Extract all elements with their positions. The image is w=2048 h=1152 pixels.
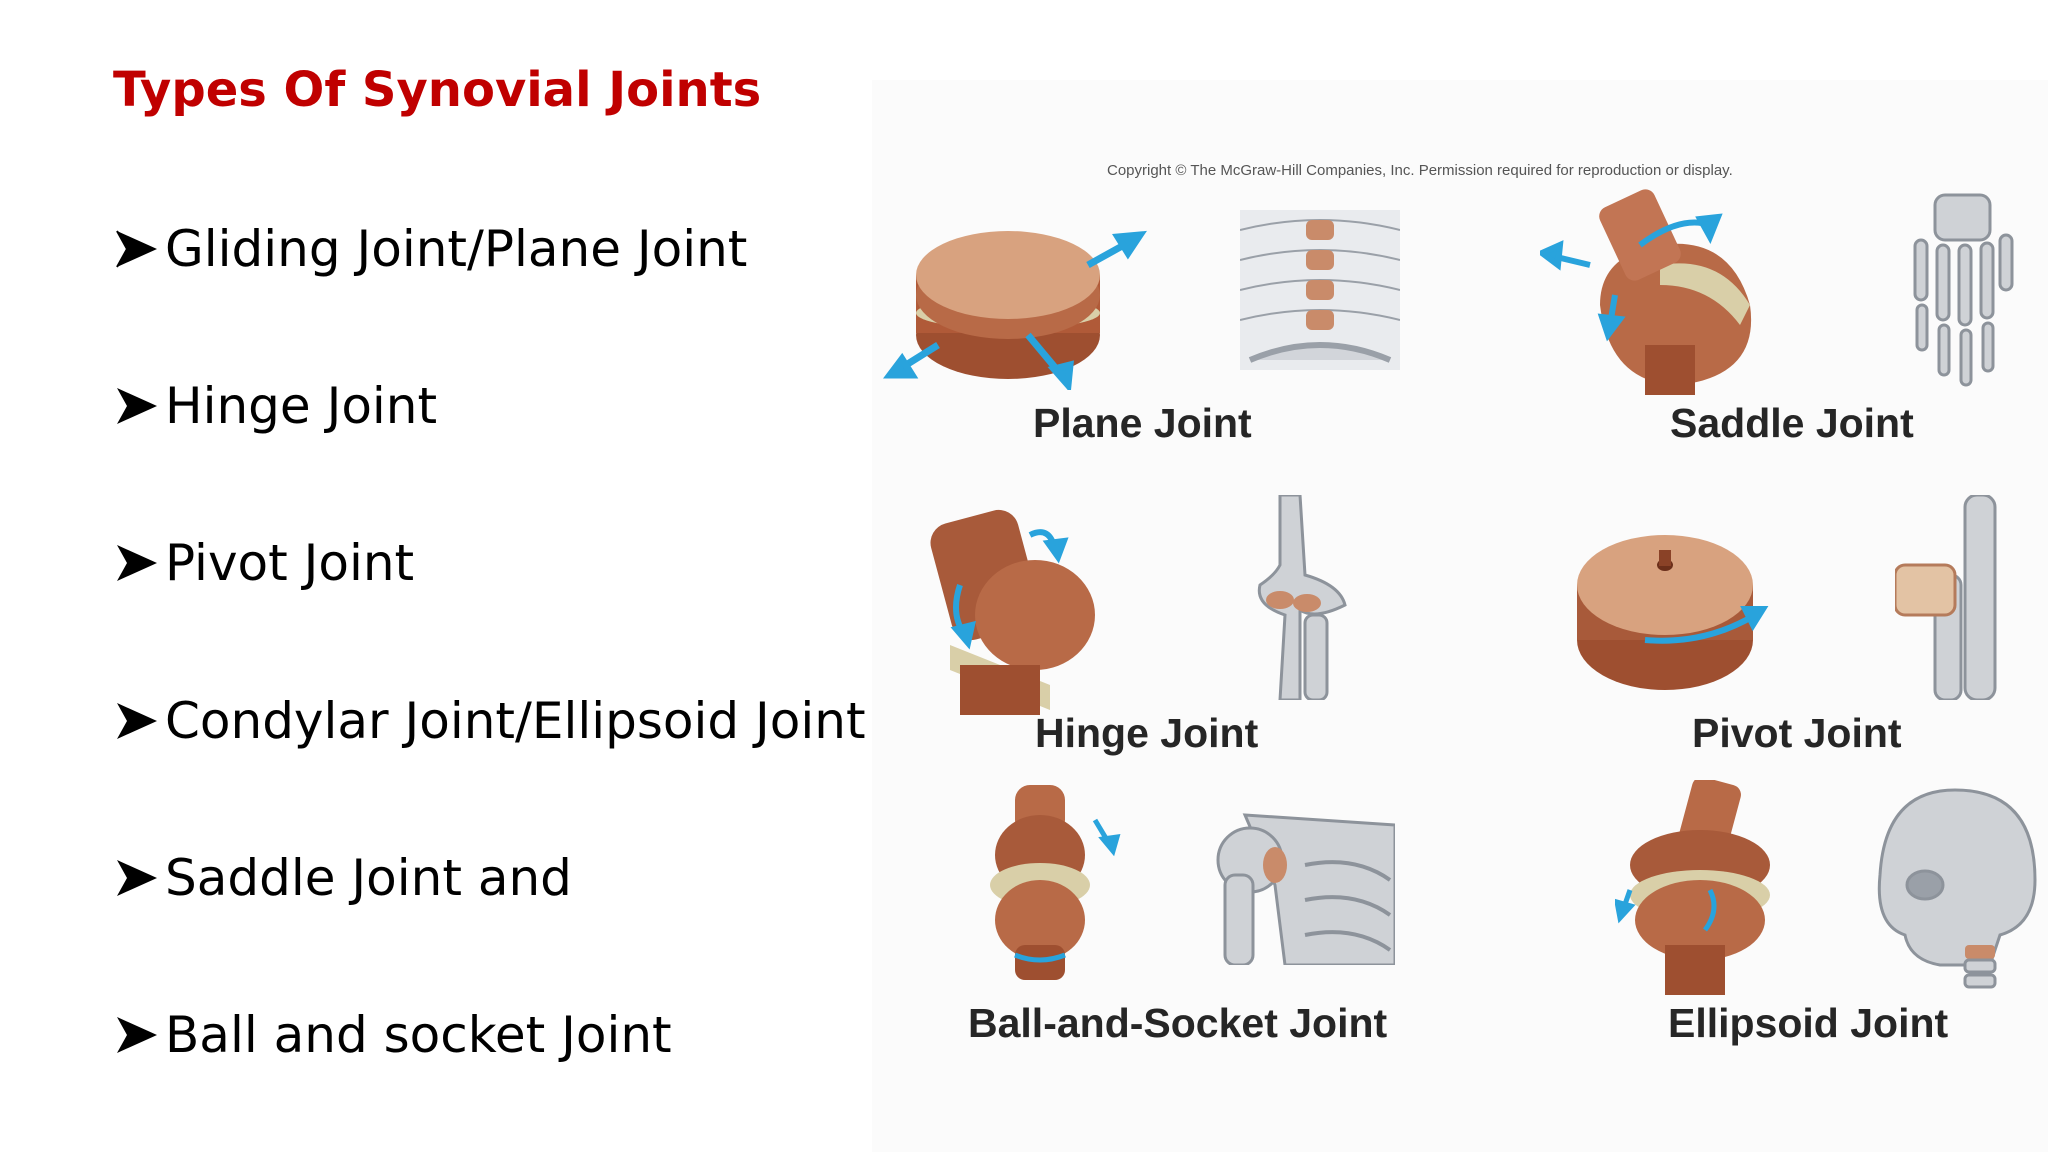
ball-and-socket-label: Ball-and-Socket Joint — [968, 1000, 1388, 1046]
bullet-item: Saddle Joint and — [113, 849, 572, 907]
bullet-item: Ball and socket Joint — [113, 1006, 672, 1064]
bullet-item: Pivot Joint — [113, 534, 414, 592]
ellipsoid-joint-label: Ellipsoid Joint — [1668, 1000, 1949, 1046]
ball-and-socket-illustration — [990, 785, 1121, 980]
spine-illustration — [1240, 210, 1400, 370]
bullet-item: Gliding Joint/Plane Joint — [113, 220, 747, 278]
bullet-text: Saddle Joint and — [165, 849, 572, 907]
plane-joint-illustration — [883, 230, 1147, 390]
forearm-skeleton-illustration — [1895, 495, 1997, 700]
figure-copyright: Copyright © The McGraw-Hill Companies, I… — [1107, 162, 1733, 179]
arrow-bullet-icon — [116, 230, 157, 268]
hand-skeleton-illustration — [1913, 193, 2014, 387]
bullet-text: Pivot Joint — [165, 534, 415, 592]
bullet-text: Gliding Joint/Plane Joint — [165, 220, 748, 278]
bullet-text: Condylar Joint/Ellipsoid Joint — [165, 692, 866, 750]
slide-title: Types Of Synovial Joints — [113, 62, 762, 118]
pivot-joint-illustration — [1577, 535, 1769, 690]
pivot-joint-label: Pivot Joint — [1692, 710, 1902, 756]
ellipsoid-joint-illustration — [1615, 780, 1770, 995]
hinge-joint-illustration — [930, 509, 1095, 715]
bullet-list: Gliding Joint/Plane Joint Hinge Joint Pi… — [113, 0, 893, 1152]
arrow-bullet-icon — [117, 1017, 157, 1053]
skull-illustration — [1877, 788, 2037, 989]
bullet-text: Ball and socket Joint — [165, 1006, 672, 1064]
arrow-bullet-icon — [117, 703, 157, 739]
saddle-joint-label: Saddle Joint — [1670, 400, 1914, 446]
arrow-bullet-icon — [117, 388, 157, 424]
plane-joint-label: Plane Joint — [1033, 400, 1252, 446]
hinge-joint-label: Hinge Joint — [1035, 710, 1259, 756]
bullet-text: Hinge Joint — [165, 377, 438, 435]
arrow-bullet-icon — [117, 545, 157, 581]
shoulder-skeleton-illustration — [1216, 813, 1395, 965]
elbow-skeleton-illustration — [1257, 495, 1347, 700]
saddle-joint-illustration — [1540, 189, 1752, 395]
arrow-bullet-icon — [117, 860, 157, 896]
bullet-item: Hinge Joint — [113, 377, 437, 435]
bullet-item: Condylar Joint/Ellipsoid Joint — [113, 692, 866, 750]
